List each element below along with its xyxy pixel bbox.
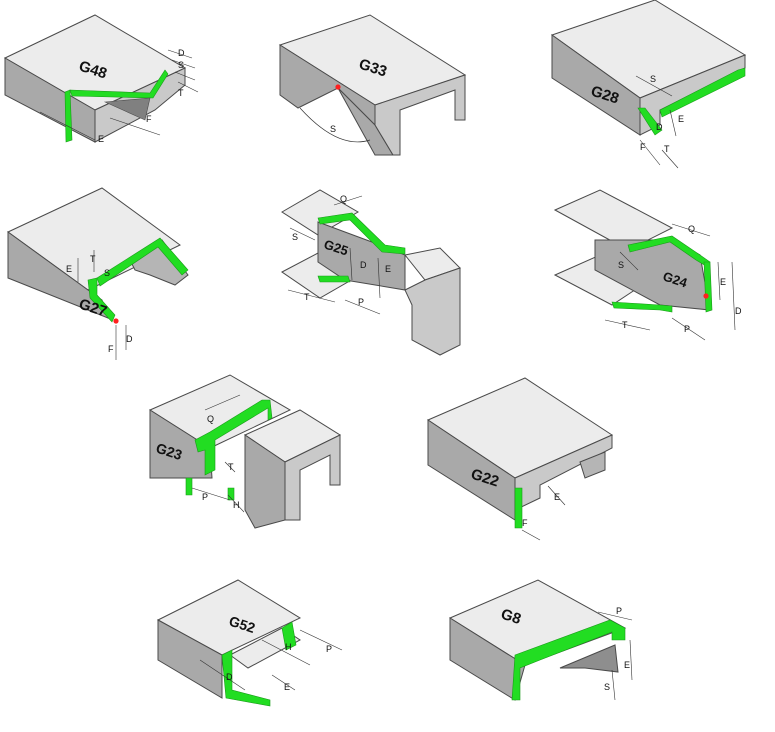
g22-dimension-lines (521, 485, 566, 541)
g25-channel-side (404, 267, 461, 356)
g8-code: G8 (499, 606, 523, 628)
profile-g24: G24 Q S E D T P (553, 189, 742, 341)
g52-dim-label: H (285, 642, 292, 652)
g52-dim-label: D (226, 672, 233, 682)
g24-marker (703, 293, 709, 299)
g22-dim-label: F (522, 518, 528, 528)
g23-front-face (149, 409, 213, 479)
g22-green-edge (514, 487, 523, 529)
g28-dimension-lines (635, 75, 679, 169)
g25-dim-label: Q (340, 194, 347, 204)
g48-dim-label: F (146, 114, 152, 124)
g28-dim-label: T (664, 144, 670, 154)
g28-dim-label: E (678, 114, 684, 124)
g23-dim-label: P (202, 492, 208, 502)
g27-dim-label: F (108, 344, 114, 354)
g25-dim-label: D (360, 260, 367, 270)
g28-green-lip (659, 67, 746, 118)
g28-dim-label: D (656, 122, 663, 132)
g23-channel-front (244, 434, 286, 529)
g48-dimension-lines (39, 49, 199, 141)
g52-dim-label: E (284, 682, 290, 692)
g24-dim-label: D (735, 306, 742, 316)
profile-g22: G22 E F (426, 377, 614, 541)
g23-dim-label: T (228, 462, 234, 472)
g8-green-lip (511, 619, 626, 701)
g27-code: G27 (77, 296, 109, 321)
g48-dim-label: E (98, 134, 104, 144)
profile-g33: G33 S (278, 14, 467, 156)
g23-green-slot (194, 399, 273, 476)
g22-dim-label: E (554, 492, 560, 502)
g25-green-top (317, 212, 406, 255)
g52-slot-floor (229, 627, 301, 669)
g25-green-bottom (317, 275, 351, 283)
g28-dim-label: F (640, 142, 646, 152)
g48-dim-label: T (178, 88, 184, 98)
g25-dim-label: S (292, 232, 298, 242)
g48-dim-label: S (178, 60, 184, 70)
g24-dim-label: S (618, 260, 624, 270)
g24-upper-flange (553, 189, 674, 251)
g25-upper-flange (281, 189, 360, 236)
g23-green-foot (185, 477, 193, 496)
g24-dim-label: P (684, 324, 690, 334)
g52-front-face (157, 619, 223, 699)
g25-dim-label: E (385, 264, 391, 274)
g27-dim-label: S (104, 268, 110, 278)
g28-green-edge (637, 107, 663, 136)
g24-code: G24 (661, 269, 690, 291)
g27-dimension-lines (77, 250, 127, 360)
g25-dimension-lines (287, 195, 381, 315)
g27-dim-label: E (66, 264, 72, 274)
g23-code: G23 (154, 440, 184, 463)
g22-lip (579, 451, 606, 479)
g23-dimension-lines (191, 394, 245, 513)
g24-dimension-lines (604, 223, 736, 341)
g48-dim-label: D (178, 48, 185, 58)
g52-dim-label: P (326, 644, 332, 654)
profile-g52: G52 P H D E (156, 579, 343, 707)
g28-dim-label: S (650, 74, 656, 84)
g23-dim-label: Q (207, 414, 214, 424)
g27-marker (113, 318, 119, 324)
g8-underside (559, 644, 619, 673)
g52-code: G52 (227, 613, 257, 636)
g52-green-rear (281, 621, 297, 651)
g23-channel-side (284, 434, 341, 521)
g48-cut (103, 97, 151, 121)
g25-code: G25 (322, 237, 350, 259)
g8-dim-label: S (604, 682, 610, 692)
g25-dim-label: P (358, 297, 364, 307)
g8-dim-label: E (624, 660, 630, 670)
g24-dim-label: T (622, 320, 628, 330)
g8-dimension-lines (597, 611, 633, 701)
g33-side-face (374, 74, 466, 156)
g25-dim-label: T (304, 292, 310, 302)
profile-g23: G23 Q T P H (148, 374, 342, 529)
g24-dim-label: Q (688, 224, 695, 234)
profile-g48: G48 D S T F E (3, 14, 199, 144)
g33-dim-label: S (330, 124, 336, 134)
g48-green-lip (69, 69, 169, 99)
profile-g28: G28 S D E T F (550, 0, 747, 169)
g52-dimension-lines (199, 629, 343, 691)
g27-dim-label: D (126, 334, 133, 344)
g33-angle-arc (299, 107, 371, 143)
g23-dim-label: H (233, 500, 240, 510)
profile-g25: G25 Q S D E T P (281, 189, 461, 356)
profile-g27: G27 E T S D F (7, 187, 189, 360)
g27-green-lip (96, 237, 189, 287)
g24-green-bottom (611, 301, 673, 313)
g24-dim-label: E (720, 277, 726, 287)
g27-dim-label: T (90, 254, 96, 264)
g33-marker (335, 84, 341, 90)
g8-dim-label: P (616, 606, 622, 616)
g52-green-slot (221, 649, 271, 707)
profile-g8: G8 P E S (448, 579, 633, 701)
